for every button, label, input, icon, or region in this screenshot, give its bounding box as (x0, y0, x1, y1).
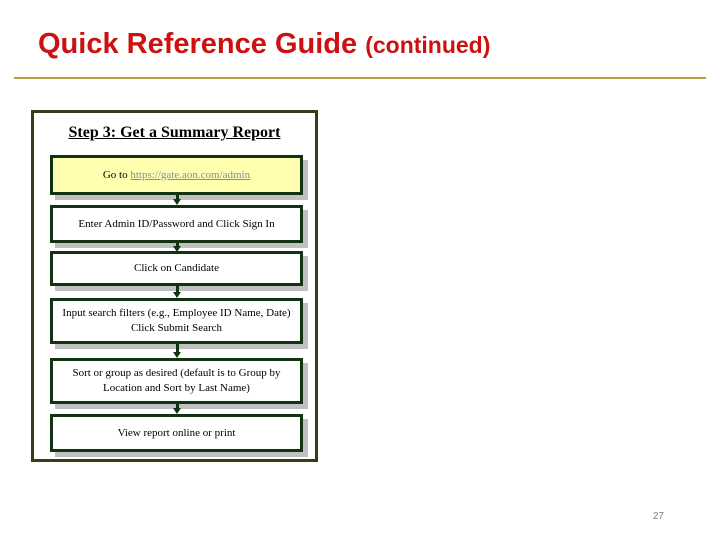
flow-step-go-to-url-prefix: Go to (102, 168, 131, 181)
arrow-head-icon (173, 199, 181, 205)
page-title: Quick Reference Guide (continued) (38, 28, 490, 61)
arrow-head-icon (173, 352, 181, 358)
flow-step-search-filters-line2: Click Submit Search (130, 322, 223, 334)
flow-step-go-to-url: Go to https://gate.aon.com/admin (50, 155, 303, 195)
page-title-main: Quick Reference Guide (38, 28, 358, 60)
flow-arrow-5 (173, 404, 182, 415)
title-divider (14, 77, 706, 79)
flow-arrow-3 (173, 286, 182, 299)
flowchart-heading: Step 3: Get a Summary Report (68, 124, 281, 141)
arrow-shaft (176, 286, 179, 293)
flow-step-sort-group-line2: Location and Sort by Last Name) (103, 382, 250, 394)
arrow-head-icon (173, 292, 181, 298)
flow-step-click-candidate: Click on Candidate (50, 251, 303, 286)
page-number: 27 (652, 511, 664, 522)
admin-url-link[interactable]: https://gate.aon.com/admin (130, 168, 251, 181)
page-title-suffix: (continued) (365, 32, 491, 58)
flow-arrow-4 (173, 344, 182, 359)
flow-step-sort-group: Sort or group as desired (default is to … (50, 358, 303, 404)
flow-step-sign-in: Enter Admin ID/Password and Click Sign I… (50, 205, 303, 243)
arrow-shaft (176, 195, 179, 200)
flow-step-view-report-text: View report online or print (117, 426, 236, 439)
flow-step-go-to-url-text: Go to https://gate.aon.com/admin (59, 168, 294, 183)
arrow-shaft (176, 404, 179, 409)
flow-step-search-filters: Input search filters (e.g., Employee ID … (50, 298, 303, 344)
arrow-shaft (176, 344, 179, 353)
arrow-head-icon (173, 246, 181, 252)
flow-arrow-1 (173, 195, 182, 205)
flow-step-sort-group-line1: Sort or group as desired (default is to … (72, 367, 281, 380)
flow-arrow-2 (173, 243, 182, 252)
arrow-head-icon (173, 408, 181, 414)
flow-step-sort-group-text: Sort or group as desired (default is to … (59, 366, 294, 396)
flow-step-view-report: View report online or print (50, 414, 303, 452)
flow-step-sign-in-text: Enter Admin ID/Password and Click Sign I… (78, 217, 275, 230)
flow-step-search-filters-text: Input search filters (e.g., Employee ID … (59, 306, 294, 336)
arrow-shaft (176, 243, 179, 247)
flow-step-search-filters-line1: Input search filters (e.g., Employee ID … (62, 307, 291, 320)
flow-step-click-candidate-text: Click on Candidate (134, 262, 219, 275)
